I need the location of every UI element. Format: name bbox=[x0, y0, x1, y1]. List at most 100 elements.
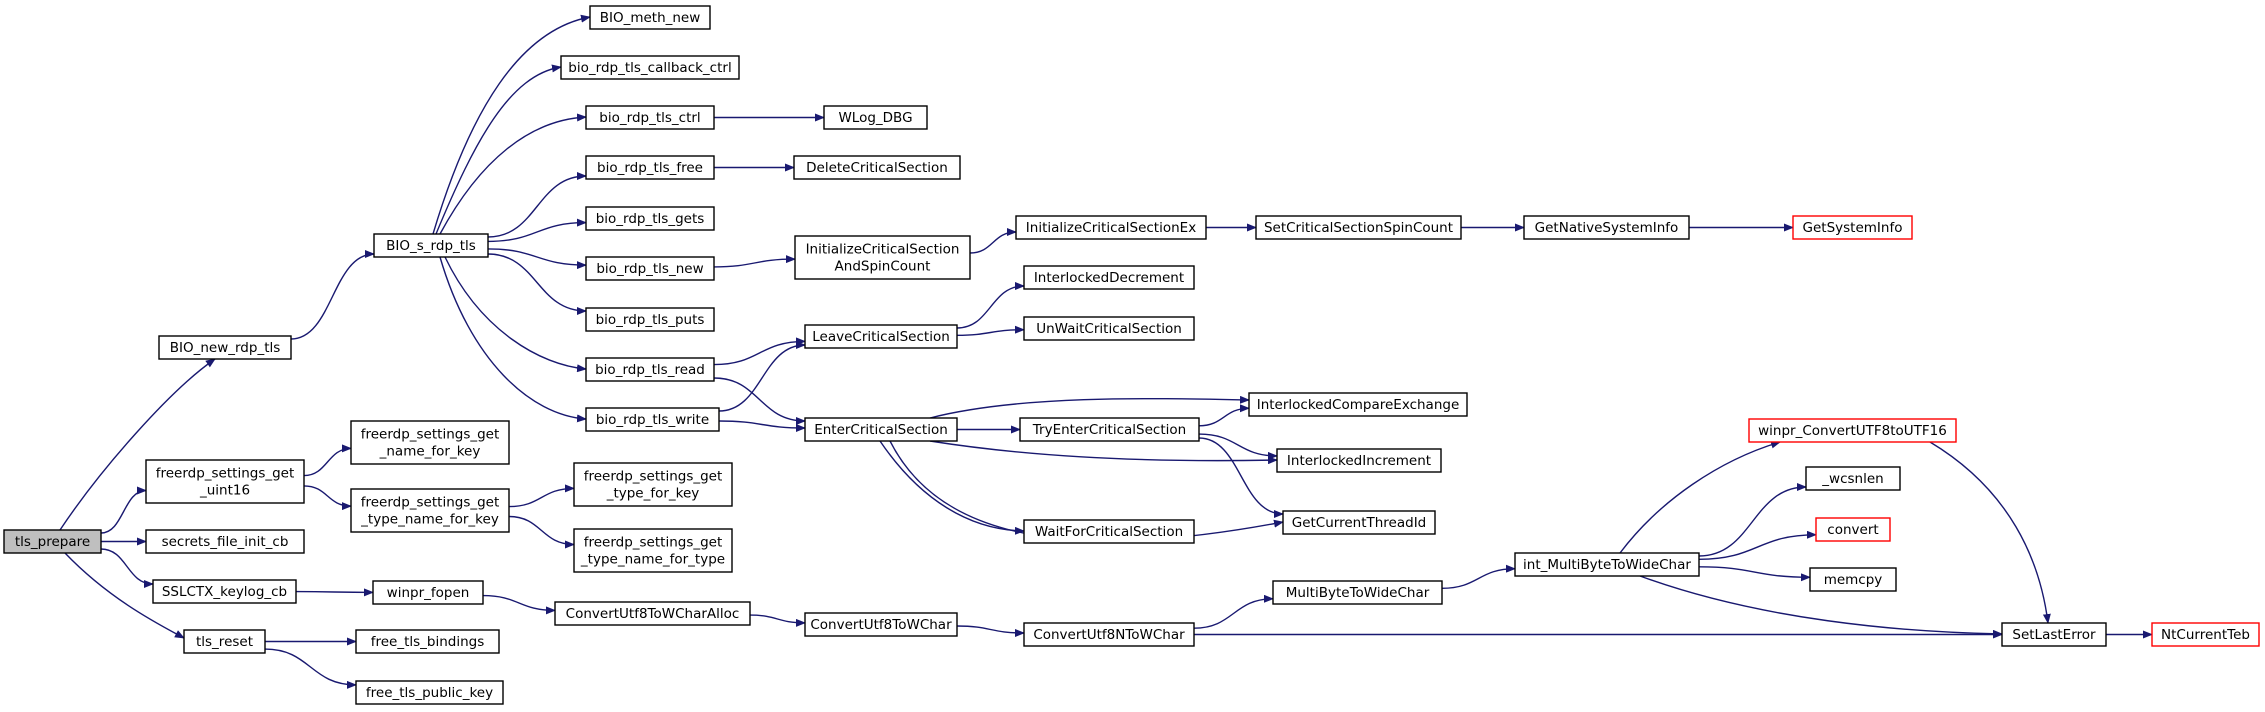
node-label: ConvertUtf8NToWChar bbox=[1033, 627, 1185, 643]
edge-BIO_s_rdp_tls-to-bio_rdp_tls_write bbox=[439, 256, 587, 423]
node-bio_rdp_tls_free[interactable]: bio_rdp_tls_free bbox=[585, 155, 715, 180]
node-box bbox=[585, 407, 720, 432]
node-TryEnterCriticalSection[interactable]: TryEnterCriticalSection bbox=[1019, 417, 1200, 442]
node-box bbox=[1276, 448, 1442, 473]
node-LeaveCriticalSection[interactable]: LeaveCriticalSection bbox=[804, 324, 958, 349]
edge-SSLCTX_keylog_cb-to-winpr_fopen bbox=[295, 588, 374, 597]
node-bio_rdp_tls_read[interactable]: bio_rdp_tls_read bbox=[585, 357, 715, 382]
node-freerdp_settings_get_uint16[interactable]: freerdp_settings_get_uint16 bbox=[145, 459, 305, 504]
edge-winpr_fopen-to-ConvertUtf8ToWCharAlloc bbox=[482, 594, 556, 615]
node-label: GetNativeSystemInfo bbox=[1535, 220, 1679, 236]
node-box bbox=[145, 459, 305, 504]
node-GetSystemInfo[interactable]: GetSystemInfo bbox=[1792, 215, 1913, 240]
node-box bbox=[1514, 552, 1700, 577]
node-box bbox=[350, 488, 510, 533]
node-winpr_ConvertUTF8toUTF16[interactable]: winpr_ConvertUTF8toUTF16 bbox=[1748, 418, 1957, 443]
node-bio_rdp_tls_ctrl[interactable]: bio_rdp_tls_ctrl bbox=[585, 105, 715, 130]
node-memcpy[interactable]: memcpy bbox=[1809, 567, 1897, 592]
node-box bbox=[3, 529, 102, 554]
edge-InitializeCriticalSectionAndSpinCount-to-InitializeCriticalSectionEx bbox=[969, 228, 1017, 254]
nodes-layer: tls_prepare BIO_new_rdp_tls freerdp_settin… bbox=[3, 5, 2260, 705]
edge-ConvertUtf8ToWCharAlloc-to-ConvertUtf8ToWChar bbox=[749, 614, 806, 627]
node-free_tls_bindings[interactable]: free_tls_bindings bbox=[355, 629, 500, 654]
edge-tls_prepare-to-SSLCTX_keylog_cb bbox=[100, 548, 154, 588]
node-bio_rdp_tls_puts[interactable]: bio_rdp_tls_puts bbox=[585, 307, 715, 332]
node-label: NtCurrentTeb bbox=[2161, 627, 2250, 643]
node-label: InitializeCriticalSection bbox=[806, 242, 960, 258]
node-_wcsnlen[interactable]: _wcsnlen bbox=[1805, 466, 1901, 491]
node-box bbox=[1015, 215, 1207, 240]
node-box bbox=[355, 629, 500, 654]
edge-LeaveCriticalSection-to-UnWaitCriticalSection bbox=[956, 325, 1025, 336]
node-ConvertUtf8ToWChar[interactable]: ConvertUtf8ToWChar bbox=[804, 612, 958, 637]
node-tls_prepare[interactable]: tls_prepare bbox=[3, 529, 102, 554]
node-box bbox=[145, 529, 305, 554]
node-box bbox=[793, 155, 961, 180]
node-bio_rdp_tls_new[interactable]: bio_rdp_tls_new bbox=[585, 256, 715, 281]
node-BIO_new_rdp_tls[interactable]: BIO_new_rdp_tls bbox=[158, 335, 292, 360]
node-label: _wcsnlen bbox=[1821, 471, 1883, 487]
node-label: freerdp_settings_get bbox=[584, 469, 723, 485]
node-label: freerdp_settings_get bbox=[584, 535, 723, 551]
node-label: bio_rdp_tls_free bbox=[597, 160, 703, 176]
node-ConvertUtf8ToWCharAlloc[interactable]: ConvertUtf8ToWCharAlloc bbox=[554, 601, 751, 626]
node-box bbox=[1023, 519, 1195, 544]
node-EnterCriticalSection[interactable]: EnterCriticalSection bbox=[804, 417, 958, 442]
node-tls_reset[interactable]: tls_reset bbox=[183, 629, 266, 654]
node-box bbox=[1792, 215, 1913, 240]
edge-int_MultiByteToWideChar-to-memcpy bbox=[1698, 566, 1811, 582]
node-freerdp_settings_get_type_for_key[interactable]: freerdp_settings_get_type_for_key bbox=[573, 462, 733, 507]
node-MultiByteToWideChar[interactable]: MultiByteToWideChar bbox=[1272, 580, 1443, 605]
node-label: bio_rdp_tls_read bbox=[595, 362, 705, 378]
node-box bbox=[2151, 622, 2260, 647]
node-box bbox=[1023, 265, 1195, 290]
node-freerdp_settings_get_type_name_for_key[interactable]: freerdp_settings_get_type_name_for_key bbox=[350, 488, 510, 533]
node-InterlockedCompareExchange[interactable]: InterlockedCompareExchange bbox=[1248, 392, 1468, 417]
node-box bbox=[804, 612, 958, 637]
node-int_MultiByteToWideChar[interactable]: int_MultiByteToWideChar bbox=[1514, 552, 1700, 577]
node-winpr_fopen[interactable]: winpr_fopen bbox=[372, 580, 484, 605]
node-ConvertUtf8NToWChar[interactable]: ConvertUtf8NToWChar bbox=[1023, 622, 1195, 647]
node-InitializeCriticalSectionEx[interactable]: InitializeCriticalSectionEx bbox=[1015, 215, 1207, 240]
edge-bio_rdp_tls_read-to-LeaveCriticalSection bbox=[713, 337, 806, 366]
edge-TryEnterCriticalSection-to-InterlockedCompareExchange bbox=[1198, 404, 1250, 427]
node-UnWaitCriticalSection[interactable]: UnWaitCriticalSection bbox=[1023, 316, 1195, 341]
node-BIO_meth_new[interactable]: BIO_meth_new bbox=[589, 5, 711, 30]
node-bio_rdp_tls_gets[interactable]: bio_rdp_tls_gets bbox=[585, 206, 715, 231]
node-label: InterlockedCompareExchange bbox=[1257, 397, 1460, 413]
node-NtCurrentTeb[interactable]: NtCurrentTeb bbox=[2151, 622, 2260, 647]
node-SSLCTX_keylog_cb[interactable]: SSLCTX_keylog_cb bbox=[152, 579, 297, 604]
node-BIO_s_rdp_tls[interactable]: BIO_s_rdp_tls bbox=[373, 233, 489, 258]
node-WaitForCriticalSection[interactable]: WaitForCriticalSection bbox=[1023, 519, 1195, 544]
edge-BIO_s_rdp_tls-to-bio_rdp_tls_new bbox=[487, 248, 587, 270]
node-box bbox=[554, 601, 751, 626]
node-box bbox=[1248, 392, 1468, 417]
node-GetCurrentThreadId[interactable]: GetCurrentThreadId bbox=[1282, 510, 1436, 535]
node-WLog_DBG[interactable]: WLog_DBG bbox=[823, 105, 928, 130]
node-InterlockedIncrement[interactable]: InterlockedIncrement bbox=[1276, 448, 1442, 473]
node-DeleteCriticalSection[interactable]: DeleteCriticalSection bbox=[793, 155, 961, 180]
node-box bbox=[1019, 417, 1200, 442]
node-label: _type_name_for_key bbox=[360, 512, 499, 528]
node-SetCriticalSectionSpinCount[interactable]: SetCriticalSectionSpinCount bbox=[1255, 215, 1462, 240]
node-label: int_MultiByteToWideChar bbox=[1523, 557, 1691, 573]
edge-BIO_s_rdp_tls-to-bio_rdp_tls_callback_ctrl bbox=[435, 64, 562, 235]
node-InterlockedDecrement[interactable]: InterlockedDecrement bbox=[1023, 265, 1195, 290]
edge-EnterCriticalSection-to-WaitForCriticalSection bbox=[879, 440, 1025, 535]
node-bio_rdp_tls_callback_ctrl[interactable]: bio_rdp_tls_callback_ctrl bbox=[560, 55, 740, 80]
edge-BIO_s_rdp_tls-to-bio_rdp_tls_gets bbox=[487, 218, 587, 243]
node-bio_rdp_tls_write[interactable]: bio_rdp_tls_write bbox=[585, 407, 720, 432]
node-free_tls_public_key[interactable]: free_tls_public_key bbox=[355, 680, 504, 705]
node-secrets_file_init_cb[interactable]: secrets_file_init_cb bbox=[145, 529, 305, 554]
node-GetNativeSystemInfo[interactable]: GetNativeSystemInfo bbox=[1523, 215, 1690, 240]
node-convert[interactable]: convert bbox=[1815, 517, 1891, 542]
node-box bbox=[1023, 622, 1195, 647]
node-label: free_tls_public_key bbox=[366, 685, 493, 701]
node-SetLastError[interactable]: SetLastError bbox=[2001, 622, 2107, 647]
edge-freerdp_settings_get_type_name_for_key-to-freerdp_settings_get_type_name_for_type bbox=[508, 515, 575, 549]
node-freerdp_settings_get_type_name_for_type[interactable]: freerdp_settings_get_type_name_for_type bbox=[573, 528, 733, 573]
node-freerdp_settings_get_name_for_key[interactable]: freerdp_settings_get_name_for_key bbox=[350, 420, 510, 465]
node-label: tls_prepare bbox=[15, 534, 90, 550]
node-box bbox=[585, 206, 715, 231]
